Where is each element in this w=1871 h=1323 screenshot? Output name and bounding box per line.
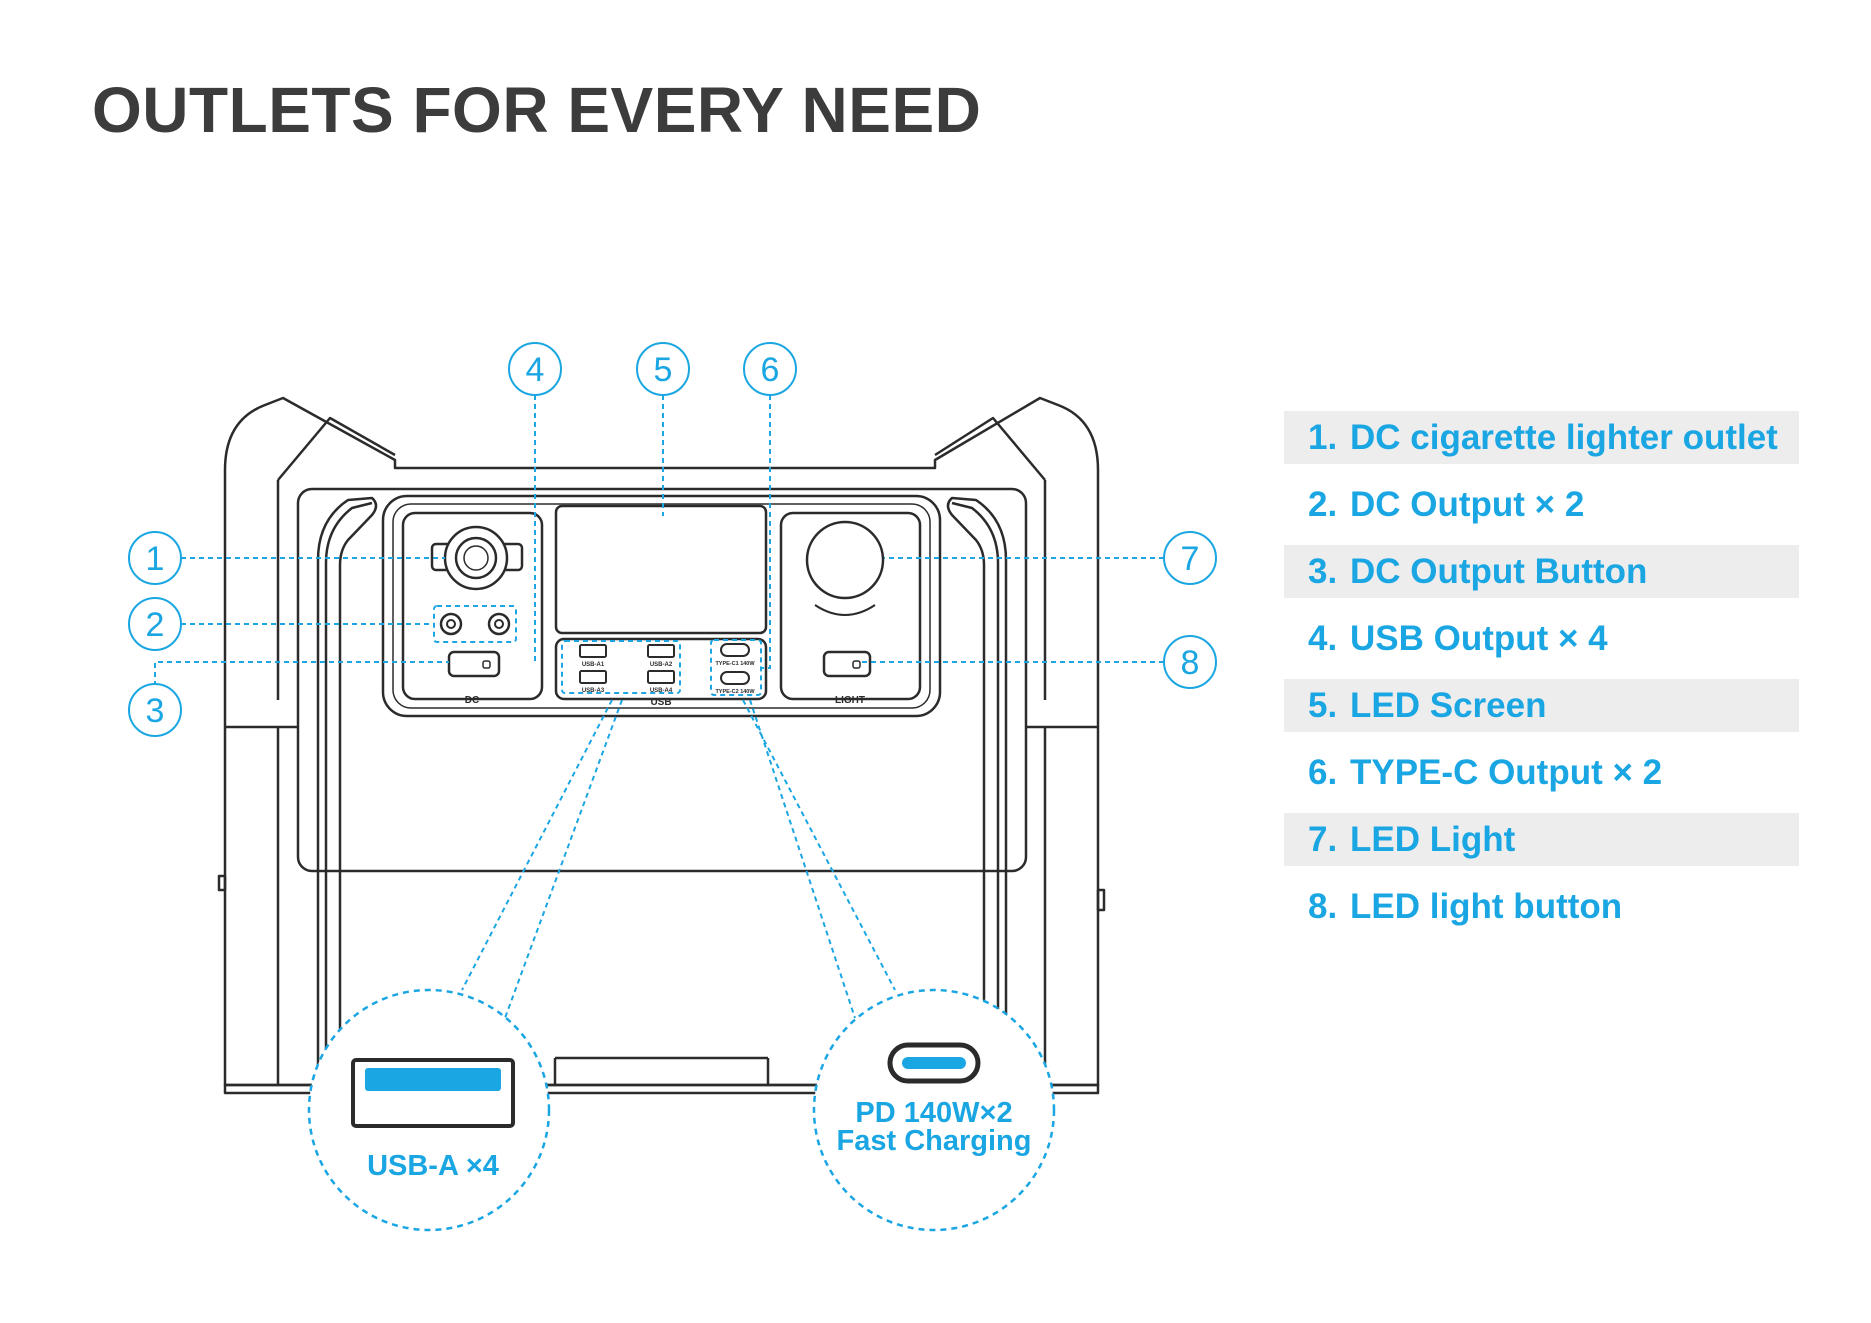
legend-number: 5. [1308,685,1338,725]
usb-a2-port [647,644,675,658]
legend-label: TYPE-C Output × 2 [1350,752,1663,792]
legend-item-7: 7. LED Light [1284,813,1799,866]
legend-number: 4. [1308,618,1338,658]
leader-3 [154,661,449,686]
dc-panel-label: DC [465,695,479,706]
type-c-zoom-line1: PD 140W×2 [855,1097,1012,1129]
callout-8-number: 8 [1181,644,1200,682]
callout-5-number: 5 [654,351,673,389]
legend-item-6: 6. TYPE-C Output × 2 [1284,746,1799,799]
led-light-button [822,650,872,678]
lower-frame [276,727,1047,1085]
lid-line [276,480,1047,700]
legend-number: 7. [1308,819,1338,859]
legend-number: 3. [1308,551,1338,591]
light-section [779,511,922,701]
control-panel [381,494,942,718]
type-c-zoom: PD 140W×2 Fast Charging [812,988,1056,1232]
usb-panel-label: USB [650,697,671,708]
usb-a-zoom: USB-A ×4 [307,988,551,1232]
dc-output-1 [439,612,463,636]
callout-3-number: 3 [146,692,165,730]
callout-2-circle [128,597,182,651]
type-c-ports [720,643,750,685]
callout-4-number: 4 [526,351,545,389]
callout-6-number: 6 [761,351,780,389]
handle-groove-left [316,496,378,1085]
panel-inner [392,503,931,709]
legend-label: DC Output Button [1350,551,1648,591]
led-light [805,520,885,616]
lid-shoulder [277,416,1046,481]
type-c-zoom-cone [742,699,896,1019]
callout-6-circle [743,342,797,396]
callout-3-circle [128,683,182,737]
front-plate [296,487,1028,873]
type-c1-label: TYPE-C1 140W [715,661,755,667]
legend-item-3: 3. DC Output Button [1284,545,1799,598]
legend-item-5: 5. LED Screen [1284,679,1799,732]
legend-item-1: 1. DC cigarette lighter outlet [1284,411,1799,464]
legend-number: 8. [1308,886,1338,926]
legend-label: USB Output × 4 [1350,618,1608,658]
device-outline [223,396,1100,1087]
legend-item-8: 8. LED light button [1284,880,1799,933]
legend-label: DC cigarette lighter outlet [1350,417,1778,457]
usb-a3-label: USB-A3 [582,688,605,694]
handle-groove-right [946,496,1008,1085]
usb-a4-label: USB-A4 [650,688,673,694]
usb-a-zoom-label: USB-A ×4 [367,1150,499,1182]
base [223,1083,1100,1095]
callout-1-circle [128,531,182,585]
type-c-highlight [710,639,762,696]
legend-label: LED Screen [1350,685,1547,725]
leader-6 [761,395,771,669]
type-c-zoom-line2: Fast Charging [837,1125,1032,1157]
panel-outer [381,494,942,718]
legend-number: 1. [1308,417,1338,457]
dc-output-button [447,650,501,678]
page-title: OUTLETS FOR EVERY NEED [92,74,982,146]
callout-8-circle [1163,635,1217,689]
callout-legend: 1. DC cigarette lighter outlet 2. DC Out… [1284,411,1799,947]
legend-label: LED light button [1350,886,1623,926]
callout-7-number: 7 [1181,540,1200,578]
usb-zoom-cone [461,699,623,1019]
usb-outputs-highlight [561,640,681,694]
usb-a4-port [647,670,675,684]
callout-1-number: 1 [146,540,165,578]
usb-a-ports [579,644,675,684]
usb-a1-label: USB-A1 [582,662,605,668]
callout-5-circle [636,342,690,396]
type-c1-port [720,643,750,657]
legend-item-2: 2. DC Output × 2 [1284,478,1799,531]
led-screen [554,504,768,635]
usb-a3-port [579,670,607,684]
dc-section [401,511,544,701]
dc-outputs [439,612,511,636]
callout-4-circle [508,342,562,396]
callout-2-number: 2 [146,606,165,644]
cigarette-lighter-outlet [430,525,524,591]
usb-section [554,637,768,701]
legend-number: 2. [1308,484,1338,524]
legend-item-4: 4. USB Output × 4 [1284,612,1799,665]
light-panel-label: LIGHT [835,695,865,706]
type-c2-label: TYPE-C2 140W [715,689,755,695]
dc-output-2 [487,612,511,636]
usb-a2-label: USB-A2 [650,662,673,668]
legend-number: 6. [1308,752,1338,792]
device-body [217,396,1106,1095]
legend-label: LED Light [1350,819,1516,859]
usb-a1-port [579,644,607,658]
callout-7-circle [1163,531,1217,585]
legend-label: DC Output × 2 [1350,484,1585,524]
type-c2-port [720,671,750,685]
